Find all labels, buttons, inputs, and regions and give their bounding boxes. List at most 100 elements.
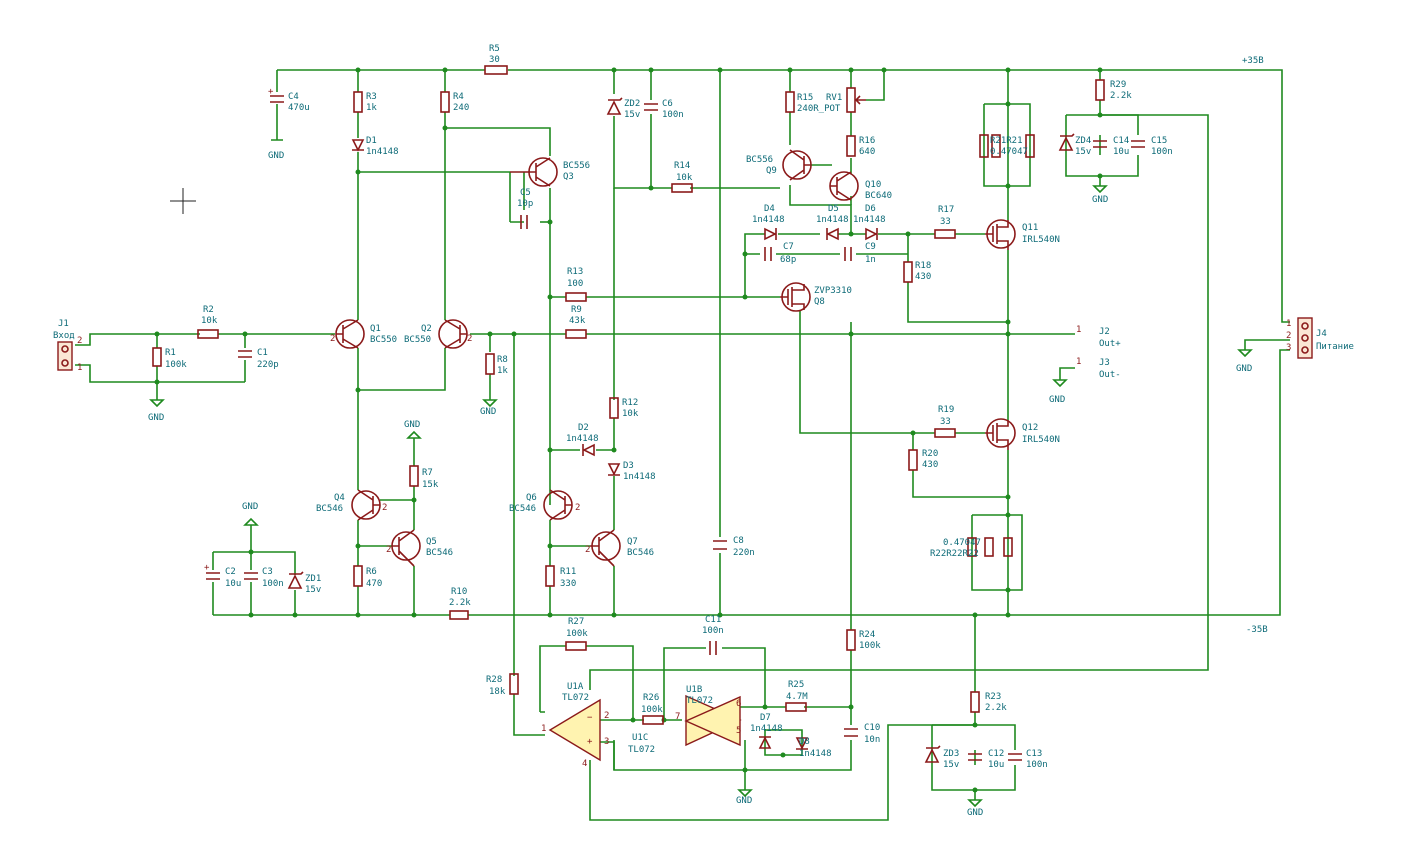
mosfet-q11 (985, 219, 1016, 250)
labels: +35В -35В R5 30 C4 470u GND R3 1k R4 240… (53, 44, 1354, 818)
q6-ref: Q6 (526, 493, 537, 503)
svg-text:1: 1 (541, 724, 546, 734)
zener-zd3 (924, 745, 941, 763)
r25-val: 4.7M (786, 692, 808, 702)
q3-ref: Q3 (563, 172, 574, 182)
c15-ref: C15 (1151, 136, 1167, 146)
r10-val: 2.2k (449, 598, 471, 608)
gnd9-label: GND (736, 796, 752, 806)
transistor-q10 (829, 171, 859, 201)
resistor-rv1 (846, 87, 856, 113)
svg-text:2: 2 (575, 503, 580, 513)
svg-text:2: 2 (386, 545, 391, 555)
r28-ref: R28 (486, 675, 502, 685)
r18-ref: R18 (915, 261, 931, 271)
r11-val: 330 (560, 579, 576, 589)
diode-d3 (607, 463, 621, 476)
d1-val: 1n4148 (366, 147, 399, 157)
zd1-val: 15v (305, 585, 321, 595)
r22-group-val: 0.47047 (943, 538, 981, 548)
rv1-ref: RV1 (826, 93, 842, 103)
resistor-r22c (1003, 537, 1013, 557)
j4-ref: J4 (1316, 329, 1327, 339)
r16-val: 640 (859, 147, 875, 157)
r5-val: 30 (489, 55, 500, 65)
capacitor-c8 (713, 540, 727, 550)
q11-ref: Q11 (1022, 223, 1038, 233)
capacitor-c4: + (268, 87, 284, 103)
d8-val: 1n4148 (799, 749, 832, 759)
r8-ref: R8 (497, 355, 508, 365)
diode-d4 (764, 227, 777, 241)
c1-ref: C1 (257, 348, 268, 358)
r6-ref: R6 (366, 567, 377, 577)
r9-val: 43k (569, 316, 586, 326)
zener-zd2 (606, 97, 623, 115)
rail-pos-label: +35В (1242, 56, 1264, 66)
capacitor-c2: + (204, 563, 220, 580)
q1-ref: Q1 (370, 324, 381, 334)
r23-val: 2.2k (985, 703, 1007, 713)
r1-ref: R1 (165, 348, 176, 358)
transistor-q9 (782, 149, 812, 181)
r17-ref: R17 (938, 205, 954, 215)
d2-ref: D2 (578, 423, 589, 433)
q2-ref: Q2 (421, 324, 432, 334)
resistor-r23 (970, 691, 980, 713)
resistor-r21c (1025, 134, 1035, 158)
r27-val: 100k (566, 629, 588, 639)
capacitor-c12 (968, 753, 982, 761)
opamp-u1a (548, 698, 601, 762)
svg-text:3: 3 (604, 737, 609, 747)
components: + + (57, 65, 1313, 808)
r8-val: 1k (497, 366, 508, 376)
gnd1-label: GND (268, 151, 284, 161)
resistor-r10 (449, 610, 469, 620)
zd1-ref: ZD1 (305, 574, 321, 584)
r19-ref: R19 (938, 405, 954, 415)
q10-val: BC640 (865, 191, 892, 201)
zener-zd1 (287, 571, 304, 589)
c1-val: 220p (257, 360, 279, 370)
gnd4-label: GND (480, 407, 496, 417)
q9-ref: Q9 (766, 166, 777, 176)
r13-ref: R13 (567, 267, 583, 277)
capacitor-c15 (1131, 140, 1145, 148)
r20-val: 430 (922, 460, 938, 470)
gnd7-label: GND (404, 420, 420, 430)
d3-ref: D3 (623, 461, 634, 471)
r3-val: 1k (366, 103, 377, 113)
q4-ref: Q4 (334, 493, 345, 503)
c4-val: 470u (288, 103, 310, 113)
transistor-q3 (510, 157, 558, 187)
c11-val: 100n (702, 626, 724, 636)
d7-ref: D7 (760, 713, 771, 723)
zener-zd4 (1058, 133, 1075, 151)
c14-ref: C14 (1113, 136, 1129, 146)
c13-val: 100n (1026, 760, 1048, 770)
r26-val: 100k (641, 705, 663, 715)
j3-ref: J3 (1099, 358, 1110, 368)
svg-text:−: − (587, 713, 593, 723)
c12-ref: C12 (988, 749, 1004, 759)
d3-val: 1n4148 (623, 472, 656, 482)
gnd-icon (149, 139, 1253, 808)
r12-val: 10k (622, 409, 639, 419)
resistor-r13 (565, 292, 587, 302)
c5-val: 10p (517, 199, 533, 209)
capacitor-c1 (238, 350, 252, 358)
connector-j1 (57, 341, 73, 371)
connector-j4 (1297, 317, 1313, 359)
r4-ref: R4 (453, 92, 464, 102)
capacitor-c5 (520, 215, 528, 229)
c14-val: 10u (1113, 147, 1129, 157)
capacitor-c9 (844, 247, 852, 261)
j2-ref: J2 (1099, 327, 1110, 337)
r2-ref: R2 (203, 305, 214, 315)
r20-ref: R20 (922, 449, 938, 459)
svg-text:1: 1 (77, 363, 82, 373)
d5-val: 1n4148 (816, 215, 849, 225)
r19-val: 33 (940, 417, 951, 427)
svg-text:2: 2 (330, 334, 335, 344)
svg-text:2: 2 (382, 503, 387, 513)
